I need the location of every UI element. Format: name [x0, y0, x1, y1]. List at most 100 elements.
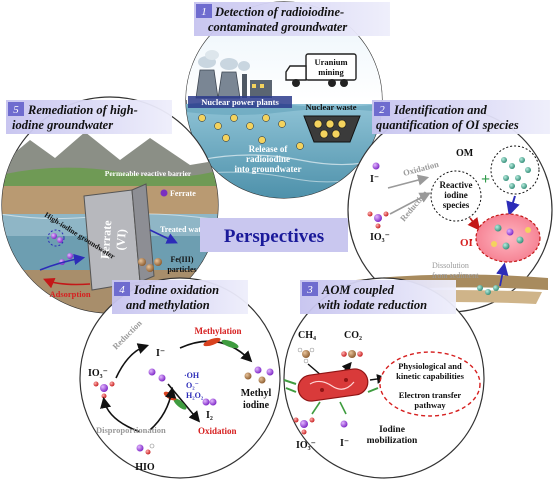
- fe-particles-label-2: particles: [167, 265, 196, 274]
- radiation-icons: [198, 114, 304, 150]
- hio-label: HIO: [135, 462, 155, 473]
- banner-5-number-box: [8, 102, 24, 116]
- iodide-label: I⁻: [370, 174, 379, 185]
- oi-molecules-icon: [491, 224, 531, 250]
- iodide-molecule-4-icon: [148, 368, 166, 382]
- iodate-label-4: IO₃⁻: [88, 368, 108, 379]
- reduction-arrow: [389, 192, 431, 215]
- oi-label: OI: [460, 237, 473, 249]
- adsorption-arrow: [43, 277, 91, 289]
- banner-4-number: 4: [119, 284, 125, 296]
- groundwater-flow-arrow: [39, 253, 86, 271]
- iodate-label-3: IO₃⁻: [296, 440, 316, 451]
- o2-label: O₂⁻: [186, 381, 199, 390]
- reactive-label-3: species: [443, 200, 470, 210]
- mobilization-label-2: mobilization: [367, 436, 418, 446]
- cooling-towers-icon: [195, 50, 272, 99]
- banner-2: 2 Identification and quantification of O…: [372, 100, 550, 134]
- waste-barrels-icon: [303, 115, 361, 143]
- banner-1-title-2: contaminated groundwater: [208, 20, 347, 34]
- uranium-mining-label-2: mining: [318, 67, 344, 77]
- capabilities-label-1: Physiological and: [398, 361, 462, 371]
- adsorption-label: Adsorption: [49, 289, 90, 299]
- electron-label-2: pathway: [414, 400, 446, 410]
- banner-2-title-2: quantification of OI species: [376, 118, 519, 132]
- methyl-iodine-icon: [244, 366, 274, 384]
- banner-4-number-box: [114, 282, 130, 296]
- banner-5-number: 5: [13, 104, 19, 116]
- uranium-truck-icon: [285, 53, 357, 87]
- mobilization-label-1: Iodine: [379, 425, 405, 435]
- i2-molecule-icon: [202, 398, 217, 406]
- release-label-2: radioiodine: [246, 154, 290, 164]
- methyl-iodine-label-1: Methyl: [241, 388, 272, 399]
- center-title-box: Perspectives: [200, 218, 348, 252]
- treated-flow-arrow: [149, 229, 178, 244]
- banner-5: 5 Remediation of high- iodine groundwate…: [6, 100, 172, 134]
- oi-ellipse: [475, 213, 541, 263]
- capabilities-label-2: kinetic capabilities: [396, 371, 464, 381]
- iodate-molecule-4-icon: [93, 381, 115, 399]
- bacterium-icon: [283, 368, 379, 402]
- co2-label: CO₂: [344, 330, 362, 341]
- hio-molecule-icon: [136, 443, 155, 455]
- i2-label: I₂: [206, 410, 213, 421]
- dissolution-label-1: Dissolution: [432, 261, 469, 270]
- banner-3-number: 3: [306, 284, 313, 296]
- oxidation-label-4: Oxidation: [198, 426, 237, 436]
- co2-molecule-icon: [341, 350, 363, 358]
- iodide-label-3: I⁻: [340, 438, 349, 449]
- banner-3-title-2: with iodate reduction: [318, 298, 427, 312]
- plus-sign: +: [481, 171, 490, 188]
- banner-3-title-1: AOM coupled: [321, 283, 395, 297]
- treated-water-label: Treated water: [160, 225, 208, 234]
- banner-3-number-box: [302, 282, 318, 296]
- banner-4: 4 Iodine oxidation and methylation: [112, 280, 248, 314]
- ferrate-wall-label-1: Ferrate: [98, 219, 115, 259]
- ferrate-wall-label-2: (VI): [113, 229, 128, 251]
- fe-particles-label-1: Fe(III): [170, 255, 193, 264]
- reactive-species-circle: [430, 170, 482, 222]
- reactive-label-1: Reactive: [440, 180, 473, 190]
- banner-3: 3 AOM coupled with iodate reduction: [300, 280, 456, 314]
- dissolution-label-2: from sediment: [432, 271, 479, 280]
- reduction-arrow-4: [115, 343, 150, 379]
- nuclear-power-plants-label: Nuclear power plants: [201, 97, 279, 107]
- ferrate-barrier: [83, 183, 155, 291]
- banner-2-number-box: [374, 102, 390, 116]
- hio-up-arrow: [149, 386, 177, 431]
- methyl-iodine-label-2: iodine: [243, 400, 270, 411]
- iodide-molecule-icon: [372, 162, 380, 170]
- prb-label: Permeable reactive barrier: [105, 169, 192, 178]
- release-label-3: into groundwater: [234, 164, 301, 174]
- banner-1-number: 1: [201, 6, 207, 18]
- disproportionation-label: Disproportionation: [96, 425, 166, 435]
- methylation-label: Methylation: [195, 326, 242, 336]
- oxidation-arrow: [387, 174, 430, 189]
- reactive-label-2: iodine: [444, 190, 468, 200]
- oh-label: ·OH: [184, 371, 200, 380]
- ferrate-label: Ferrate: [170, 189, 196, 198]
- iodate-label: IO₃⁻: [370, 232, 390, 243]
- fe-particles-icon: [138, 258, 162, 272]
- bacterium-down-left: [311, 401, 321, 415]
- center-title: Perspectives: [224, 226, 324, 247]
- nuclear-waste-label: Nuclear waste: [305, 102, 356, 112]
- bacterium-down-right: [339, 401, 347, 415]
- capabilities-ellipse: [379, 351, 481, 417]
- banner-2-number: 2: [379, 104, 385, 116]
- release-label-1: Release of: [249, 144, 289, 154]
- iodate-molecule-3-icon: [293, 417, 315, 435]
- circle-aom: CH₄ CO₂ Physiological and kinetic capabi…: [283, 277, 485, 479]
- species-to-oi-arrow: [467, 217, 481, 231]
- om-label: OM: [456, 148, 474, 159]
- electron-label-1: Electron transfer: [399, 390, 462, 400]
- uranium-mining-label-1: Uranium: [314, 57, 347, 67]
- sediment-molecules-icon: [477, 285, 499, 295]
- iodide-label-4: I⁻: [156, 348, 165, 359]
- banner-4-title-2: and methylation: [126, 298, 210, 312]
- banner-4-title-1: Iodine oxidation: [133, 283, 219, 297]
- ch4-molecule-icon: [297, 347, 315, 364]
- banner-1: 1 Detection of radioiodine- contaminated…: [194, 2, 390, 36]
